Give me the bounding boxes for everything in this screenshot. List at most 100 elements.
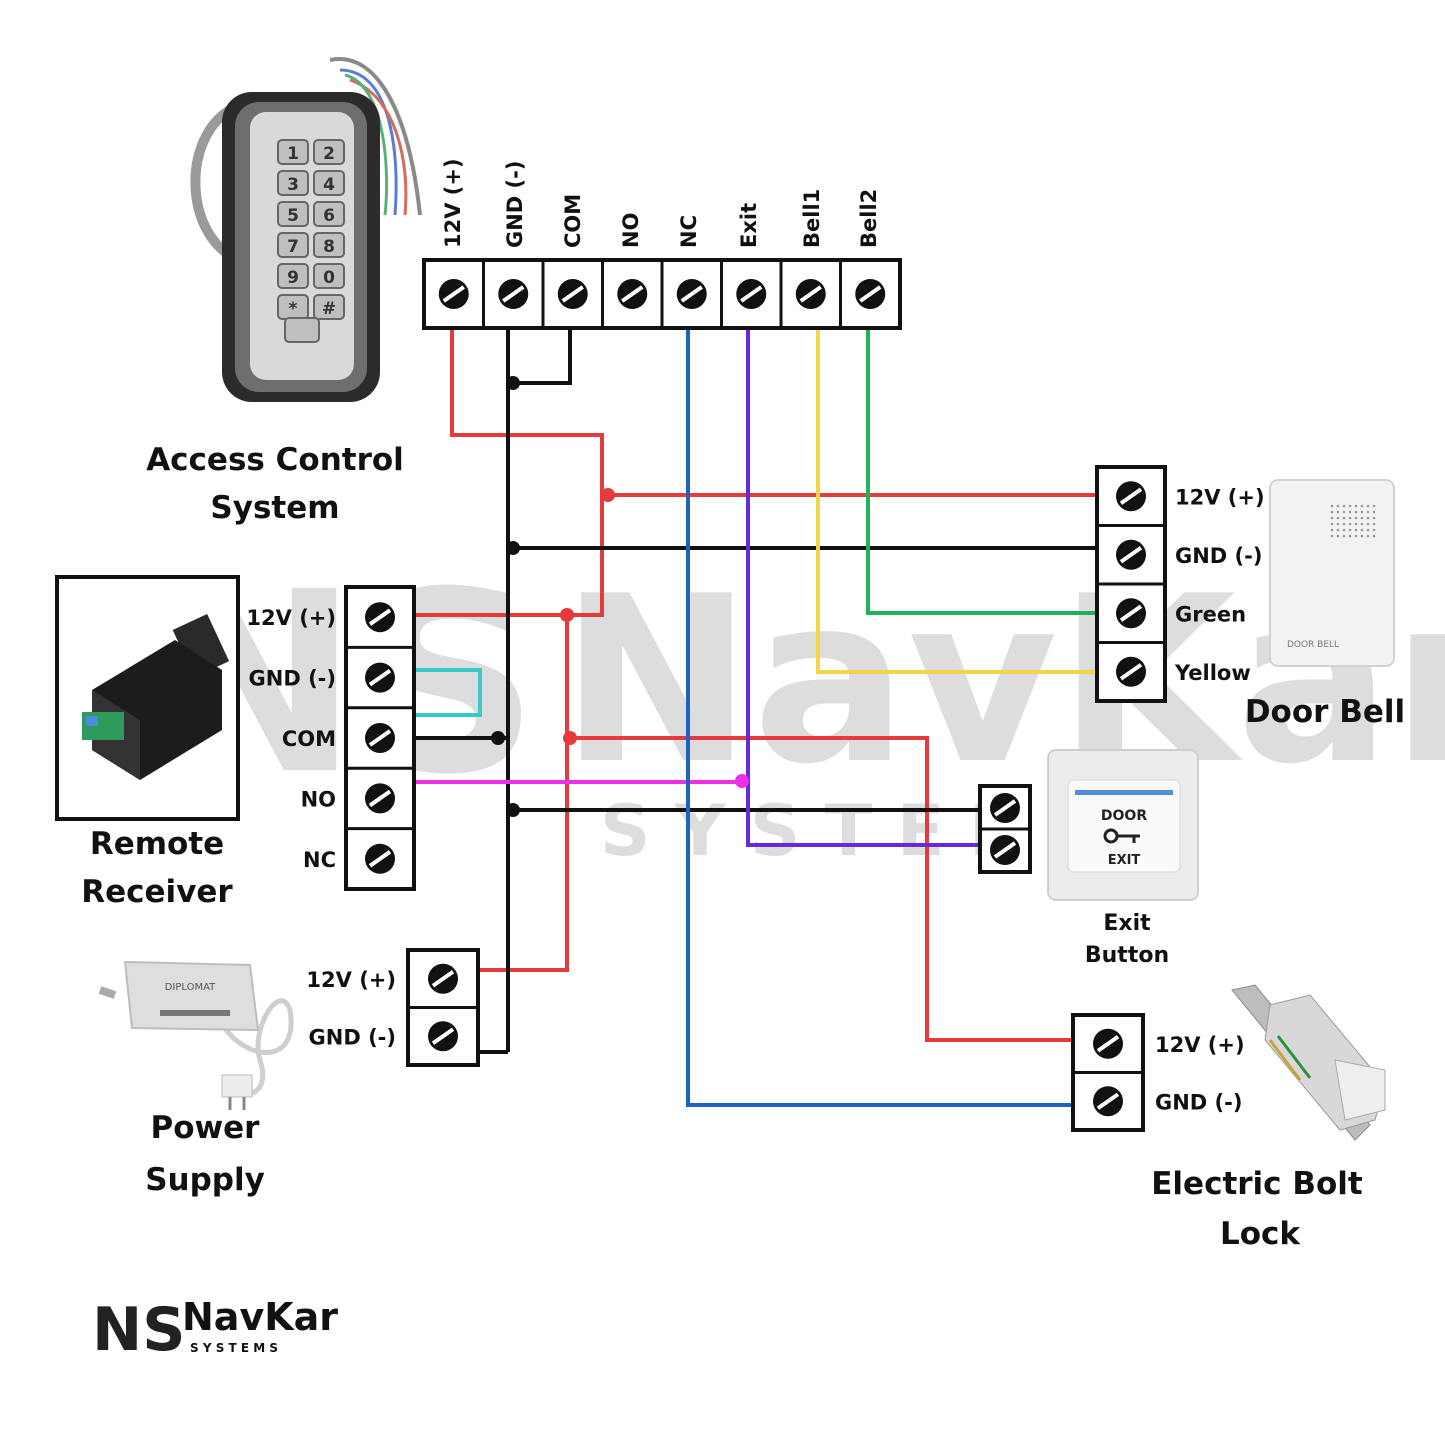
wire-yellow-bell1 [816,330,1097,674]
exit-title-line2: Button [1085,943,1169,968]
keypad-key-label: 6 [323,206,335,226]
logo-mark: NS [92,1295,185,1365]
keypad-key-label: 0 [323,268,335,288]
keypad-device [190,57,422,402]
doorbell-screw-terminal [1116,539,1146,570]
acs-terminal-label: NO [619,213,643,248]
supply-terminal-block [406,948,480,1067]
acs-screw-terminal [617,279,648,309]
doorbell-screw-terminal [1116,481,1146,512]
acs-terminal-label: NC [677,215,701,248]
keypad-key-label: 3 [287,175,299,195]
supply-terminal-labels: 12V (+) GND (-) [306,968,396,1050]
keypad-key [313,201,345,227]
doorbell-terminal-label: 12V (+) [1175,485,1265,509]
acs-screw-terminal [438,279,469,309]
bolt-terminal-label: GND (-) [1155,1090,1242,1114]
bolt-terminal-block [1071,1013,1145,1132]
key-icon [1103,828,1140,844]
remote-terminal-label: NO [301,787,336,811]
keypad-key [277,139,309,165]
doorbell-terminal-block [1095,465,1167,703]
keypad-key-label: 4 [323,175,335,195]
remote-terminal-label: COM [282,727,336,751]
keypad-key [313,294,345,320]
acs-terminal-label: Bell2 [857,189,881,248]
bolt-lock-picture [1231,984,1386,1141]
power-supply-brand: DIPLOMAT [165,982,216,993]
exit-plate-top: DOOR [1101,808,1147,824]
wire-purple-exit [746,330,980,847]
wire-blue-nc [686,330,1073,1107]
keypad-key [313,170,345,196]
exit-title-line1: Exit [1103,911,1151,936]
supply-terminal-label: GND (-) [309,1025,396,1049]
remote-title-line1: Remote [90,826,224,862]
wire-black-com [512,330,572,385]
remote-terminal-block [344,585,416,891]
acs-screw-terminal [736,279,767,309]
remote-terminal-label: NC [303,848,336,872]
acs-title-line2: System [210,490,339,526]
bolt-screw-terminal [1093,1028,1123,1059]
wire-cyan-loop [415,668,482,717]
power-supply-picture: DIPLOMAT [98,960,294,1110]
bell-key-icon [284,317,320,343]
bolt-title-line1: Electric Bolt [1151,1166,1363,1202]
remote-screw-terminal [365,843,395,874]
doorbell-title: Door Bell [1245,694,1405,730]
keypad-key-label: 8 [323,237,335,257]
doorbell-screw-terminal [1116,598,1146,629]
acs-terminal-label: Exit [737,203,761,248]
navkar-logo: NS NavKar S Y S T E M S [92,1295,338,1365]
supply-screw-terminal [428,963,458,994]
acs-screw-terminal [557,279,588,309]
keypad-key [313,232,345,258]
exit-plate-bottom: EXIT [1108,853,1141,868]
keypad-key [277,232,309,258]
logo-sub: S Y S T E M S [190,1341,278,1355]
doorbell-picture: DOOR BELL [1269,479,1395,667]
acs-terminal-label: COM [561,194,585,248]
acs-screw-terminal [498,279,529,309]
acs-screw-terminal [795,279,826,309]
remote-screw-terminal [365,602,395,633]
supply-title-line1: Power [151,1110,261,1146]
supply-terminal-label: 12V (+) [306,968,396,992]
keypad-key-label: 1 [287,144,299,164]
keypad-key [277,201,309,227]
bolt-terminal-label: 12V (+) [1155,1033,1245,1057]
bolt-terminal-labels: 12V (+) GND (-) [1155,1033,1245,1115]
doorbell-screw-terminal [1116,656,1146,687]
exit-terminal-block [978,784,1032,874]
keypad-key-label: 2 [323,144,335,164]
wires [415,330,1097,1107]
keypad-key-label: 5 [287,206,299,226]
keypad-key [313,263,345,289]
remote-title-line2: Receiver [81,874,233,910]
remote-screw-terminal [365,723,395,753]
junctions [491,376,749,817]
keypad-key [313,139,345,165]
acs-screw-terminal [676,279,707,309]
acs-terminal-label: Bell1 [800,189,824,248]
remote-terminal-label: 12V (+) [246,606,336,630]
doorbell-terminal-label: Yellow [1174,661,1251,685]
remote-receiver-picture [55,575,240,821]
keypad-key-label: 9 [287,268,299,288]
keypad-key-label: 7 [287,237,299,257]
supply-title-line2: Supply [145,1162,265,1198]
remote-screw-terminal [365,783,395,814]
exit-button-picture: DOOR EXIT [1047,749,1199,901]
acs-screw-terminal [855,279,886,309]
acs-terminal-block [422,258,902,330]
remote-screw-terminal [365,662,395,693]
bolt-title-line2: Lock [1220,1216,1301,1252]
keypad-key [277,170,309,196]
doorbell-device-text: DOOR BELL [1287,640,1339,650]
